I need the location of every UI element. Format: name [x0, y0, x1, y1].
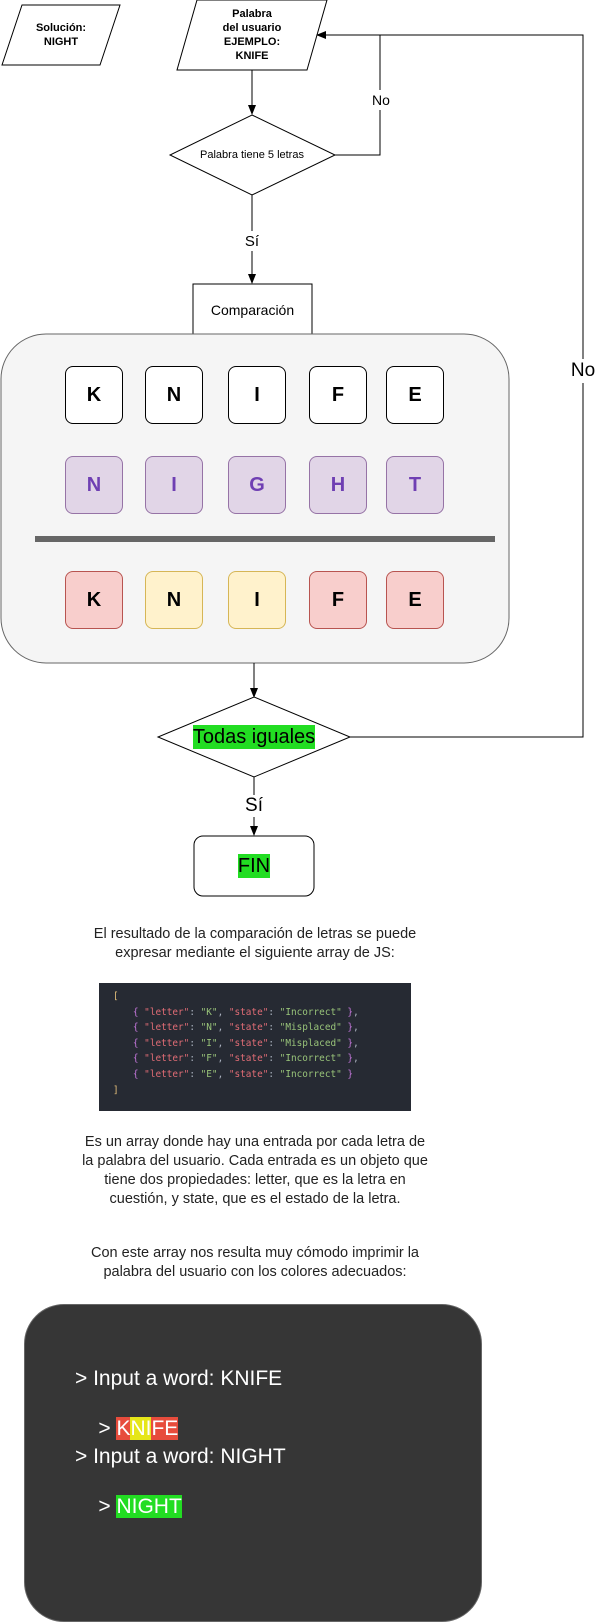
explain-line-4: cuestión, y state, que es el estado de l…: [109, 1191, 401, 1207]
code-open-bracket: [: [113, 991, 119, 1002]
solution-label: Solución: NIGHT: [22, 18, 100, 52]
print-line-1: Con este array nos resulta muy cómodo im…: [91, 1245, 419, 1261]
code-entry-line: { "letter": "E", "state": "Incorrect" }: [132, 1068, 354, 1080]
terminal-result-1-seg: FE: [151, 1417, 179, 1440]
terminal-result-2-prefix: >: [98, 1495, 117, 1518]
explain-line-1: Es un array donde hay una entrada por ca…: [84, 1134, 426, 1150]
check-length-label: Palabra tiene 5 letras: [200, 149, 304, 161]
result-letter-tile-incorrect: F: [309, 571, 367, 629]
end-text: FIN: [237, 854, 271, 878]
all-equal-label: Todas iguales: [158, 725, 350, 749]
user-letter-tile: E: [386, 366, 444, 424]
intro-line-1: El resultado de la comparación de letras…: [93, 926, 417, 942]
result-letter-tile-misplaced: I: [228, 571, 286, 629]
solution-line-1: Solución:: [35, 22, 87, 34]
flowchart-canvas: [0, 0, 584, 897]
solution-letter-tile: T: [386, 456, 444, 514]
result-letter-tile-misplaced: N: [145, 571, 203, 629]
yes-label-lower: Sí: [238, 795, 270, 817]
code-entry-line: { "letter": "N", "state": "Misplaced" },: [132, 1022, 359, 1034]
user-input-line-1: Palabra: [232, 8, 272, 20]
solution-line-2: NIGHT: [43, 36, 79, 48]
user-letter-tile: I: [228, 366, 286, 424]
print-paragraph: Con este array nos resulta muy cómodo im…: [40, 1244, 470, 1282]
explain-paragraph: Es un array donde hay una entrada por ca…: [30, 1133, 480, 1209]
solution-letter-tile: N: [65, 456, 123, 514]
end-label: FIN: [194, 854, 314, 878]
user-input-line-4: KNIFE: [235, 50, 269, 62]
result-letter-tile-incorrect: K: [65, 571, 123, 629]
explain-line-3: tiene dos propiedades: letter, que es la…: [104, 1172, 406, 1188]
connector-equal-no: [350, 34, 584, 738]
code-entry-line: { "letter": "K", "state": "Incorrect" },: [132, 1006, 359, 1018]
terminal-result-1-seg: K: [116, 1417, 131, 1440]
terminal-result-2-word: NIGHT: [116, 1495, 182, 1518]
terminal-result-1: > KNIFE: [75, 1393, 179, 1465]
solution-letter-tile: I: [145, 456, 203, 514]
js-array-code-block: [ { "letter": "K", "state": "Incorrect" …: [99, 983, 411, 1111]
all-equal-text: Todas iguales: [192, 725, 316, 749]
user-input-shape: [176, 0, 328, 71]
terminal-result-1-prefix: >: [98, 1417, 117, 1440]
code-entry-line: { "letter": "I", "state": "Misplaced" },: [132, 1037, 359, 1049]
user-input-label: Palabra del usuario EJEMPLO: KNIFE: [197, 5, 307, 65]
terminal-window: > Input a word: KNIFE > KNIFE > Input a …: [24, 1304, 482, 1622]
user-letter-tile: F: [309, 366, 367, 424]
user-input-line-2: del usuario: [222, 22, 282, 34]
solution-letter-tile: H: [309, 456, 367, 514]
terminal-result-1-seg: N: [130, 1417, 146, 1440]
user-letter-tile: N: [145, 366, 203, 424]
terminal-result-1-seg: I: [145, 1417, 152, 1440]
no-label-upper: No: [366, 90, 396, 110]
result-letter-tile-incorrect: E: [386, 571, 444, 629]
terminal-prompt-1: > Input a word: KNIFE: [75, 1367, 283, 1390]
solution-letter-tile: G: [228, 456, 286, 514]
comparison-header-label: Comparación: [210, 302, 295, 318]
user-letter-tile: K: [65, 366, 123, 424]
comparison-header-box: [192, 283, 313, 335]
solution-shape: [1, 4, 121, 66]
intro-paragraph: El resultado de la comparación de letras…: [40, 925, 470, 963]
terminal-result-2: > NIGHT: [75, 1471, 182, 1543]
code-entries: { "letter": "K", "state": "Incorrect" },…: [99, 1005, 411, 1083]
code-entry-line: { "letter": "F", "state": "Incorrect" },: [132, 1053, 359, 1065]
yes-label-upper: Sí: [238, 231, 266, 251]
no-label-right: No: [565, 359, 595, 383]
terminal-prompt-2: > Input a word: NIGHT: [75, 1445, 286, 1468]
code-close-bracket: ]: [113, 1084, 119, 1096]
explain-line-2: la palabra del usuario. Cada entrada es …: [82, 1153, 428, 1169]
user-input-line-3: EJEMPLO:: [223, 36, 281, 48]
intro-line-2: expresar mediante el siguiente array de …: [115, 945, 395, 961]
print-line-2: palabra del usuario con los colores adec…: [103, 1264, 407, 1280]
